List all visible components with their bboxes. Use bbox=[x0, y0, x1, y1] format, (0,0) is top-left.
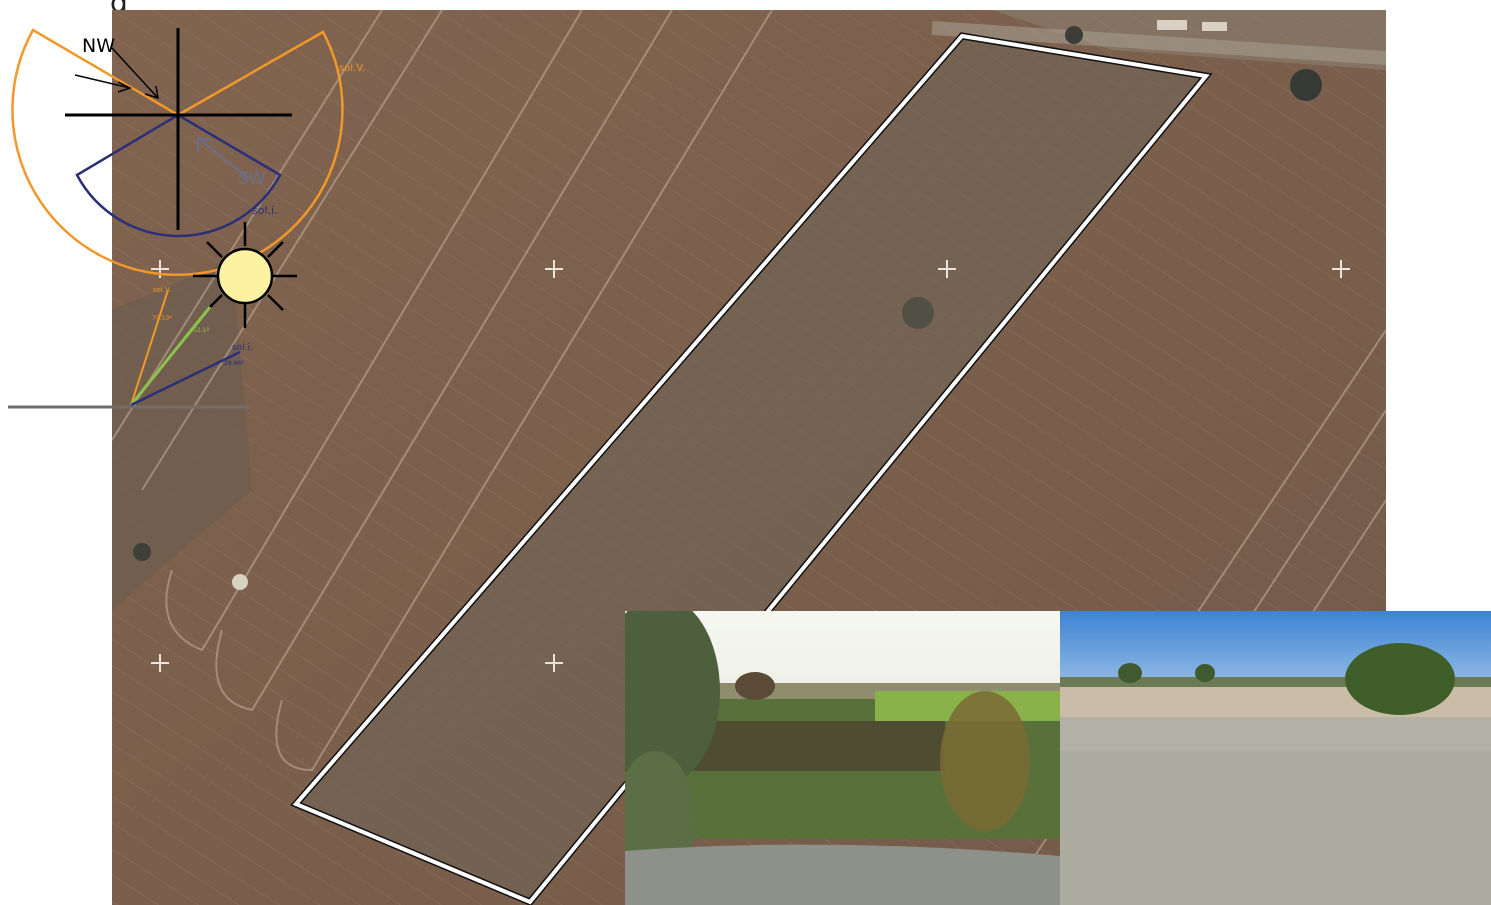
dark-field-patch bbox=[112, 260, 252, 610]
building bbox=[1202, 22, 1227, 31]
white-bush bbox=[232, 574, 248, 590]
site-photo-right-image bbox=[1060, 611, 1491, 905]
crosshair-marker-icon bbox=[545, 260, 563, 278]
crosshair-marker-icon bbox=[1332, 260, 1350, 278]
wind-arrow-icon bbox=[74, 47, 159, 100]
sw-arrow-icon bbox=[197, 136, 249, 179]
winter-ray-label: sol.i. bbox=[232, 343, 253, 353]
equinox-angle-ray bbox=[129, 306, 212, 406]
sun-icon bbox=[193, 222, 297, 328]
summer-angle-value: 75.53º bbox=[152, 315, 172, 322]
summer-sun-sector bbox=[11, 28, 344, 276]
tree bbox=[1290, 69, 1322, 101]
building bbox=[1157, 20, 1187, 30]
winter-sun-sector bbox=[75, 113, 282, 238]
summer-ray-label: sol.V. bbox=[153, 286, 171, 294]
crosshair-marker-icon bbox=[938, 260, 956, 278]
plot-area bbox=[296, 36, 1206, 902]
summer-solstice-label: sol.V. bbox=[339, 63, 365, 74]
site-photo-left-image bbox=[625, 611, 1060, 905]
crosshair-marker-icon bbox=[545, 654, 563, 672]
crosshair-marker-icon bbox=[151, 654, 169, 672]
winter-angle-value: 28.66º bbox=[224, 360, 244, 367]
plot-border bbox=[292, 33, 1210, 905]
tree bbox=[133, 543, 151, 561]
sw-label: SW bbox=[238, 169, 266, 189]
equinox-angle-value: 52.1º bbox=[193, 327, 209, 334]
site-photo-right bbox=[1060, 611, 1491, 905]
nw-label: NW bbox=[82, 35, 115, 57]
winter-solstice-label: sol.i. bbox=[252, 204, 278, 217]
dirt-road bbox=[931, 21, 1386, 65]
winter-angle-ray bbox=[130, 350, 241, 407]
tree bbox=[1065, 26, 1083, 44]
summer-angle-ray bbox=[130, 289, 169, 406]
site-photo-left bbox=[625, 611, 1060, 905]
grid-markers bbox=[151, 260, 1350, 672]
